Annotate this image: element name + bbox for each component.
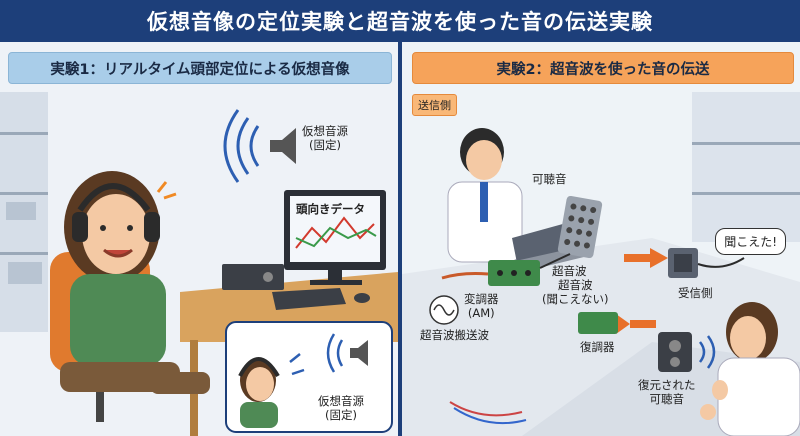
audio-interface (222, 264, 284, 290)
headphones-icon (77, 183, 151, 212)
experiment-1-header: 実験1：リアルタイム頭部定位による仮想音像 (8, 52, 392, 84)
experiment-1-panel: 実験1：リアルタイム頭部定位による仮想音像 仮想音源 (固定) 頭向きデータ 仮… (0, 42, 398, 436)
person-face (82, 194, 150, 274)
ultrasound-label: 超音波 (552, 264, 587, 278)
restored-sound-label: 復元された 可聴音 (638, 378, 696, 406)
experiment-2-header: 実験2：超音波を使った音の伝送 (412, 52, 794, 84)
audible-sound-label: 可聴音 (532, 172, 567, 186)
laptop (512, 222, 574, 268)
mouse (354, 293, 370, 303)
modulator-label: 変調器 (AM) (464, 292, 499, 320)
experiment-1-illustration (0, 92, 398, 436)
sender-tag: 送信側 (412, 94, 457, 116)
arrow-to-demodulator-icon (616, 314, 630, 334)
receiver-label: 受信側 (678, 286, 713, 300)
listener-face (730, 316, 766, 360)
monitor-label: 頭向きデータ (296, 202, 365, 216)
virtual-source-top-label: 仮想音源 (固定) (302, 124, 348, 152)
inset-headphones-icon (238, 357, 280, 378)
listener-coat (717, 357, 800, 436)
panel-divider (398, 42, 402, 436)
virtual-source-inset-label: 仮想音源 (固定) (318, 394, 364, 422)
experiment-2-illustration (402, 92, 800, 436)
demodulator-label: 復調器 (580, 340, 615, 354)
speaker-icon (270, 128, 296, 164)
page-title: 仮想音像の定位実験と超音波を使った音の伝送実験 (0, 0, 800, 42)
arrow-to-receiver-icon (650, 248, 668, 268)
scientist-face (466, 140, 502, 180)
experiment-2-panel: 実験2：超音波を使った音の伝送 送信側 可聴音 変調器 (AM) 超音波 超音波… (402, 42, 800, 436)
person-sweater (70, 274, 166, 366)
inset-speaker-icon (350, 340, 368, 366)
ultrasound-inaudible-label: 超音波 (聞こえない) (542, 278, 609, 306)
speech-bubble: 聞こえた! (715, 228, 786, 255)
demodulator-box (578, 312, 618, 334)
keyboard (272, 288, 346, 310)
carrier-label: 超音波搬送波 (420, 328, 489, 342)
